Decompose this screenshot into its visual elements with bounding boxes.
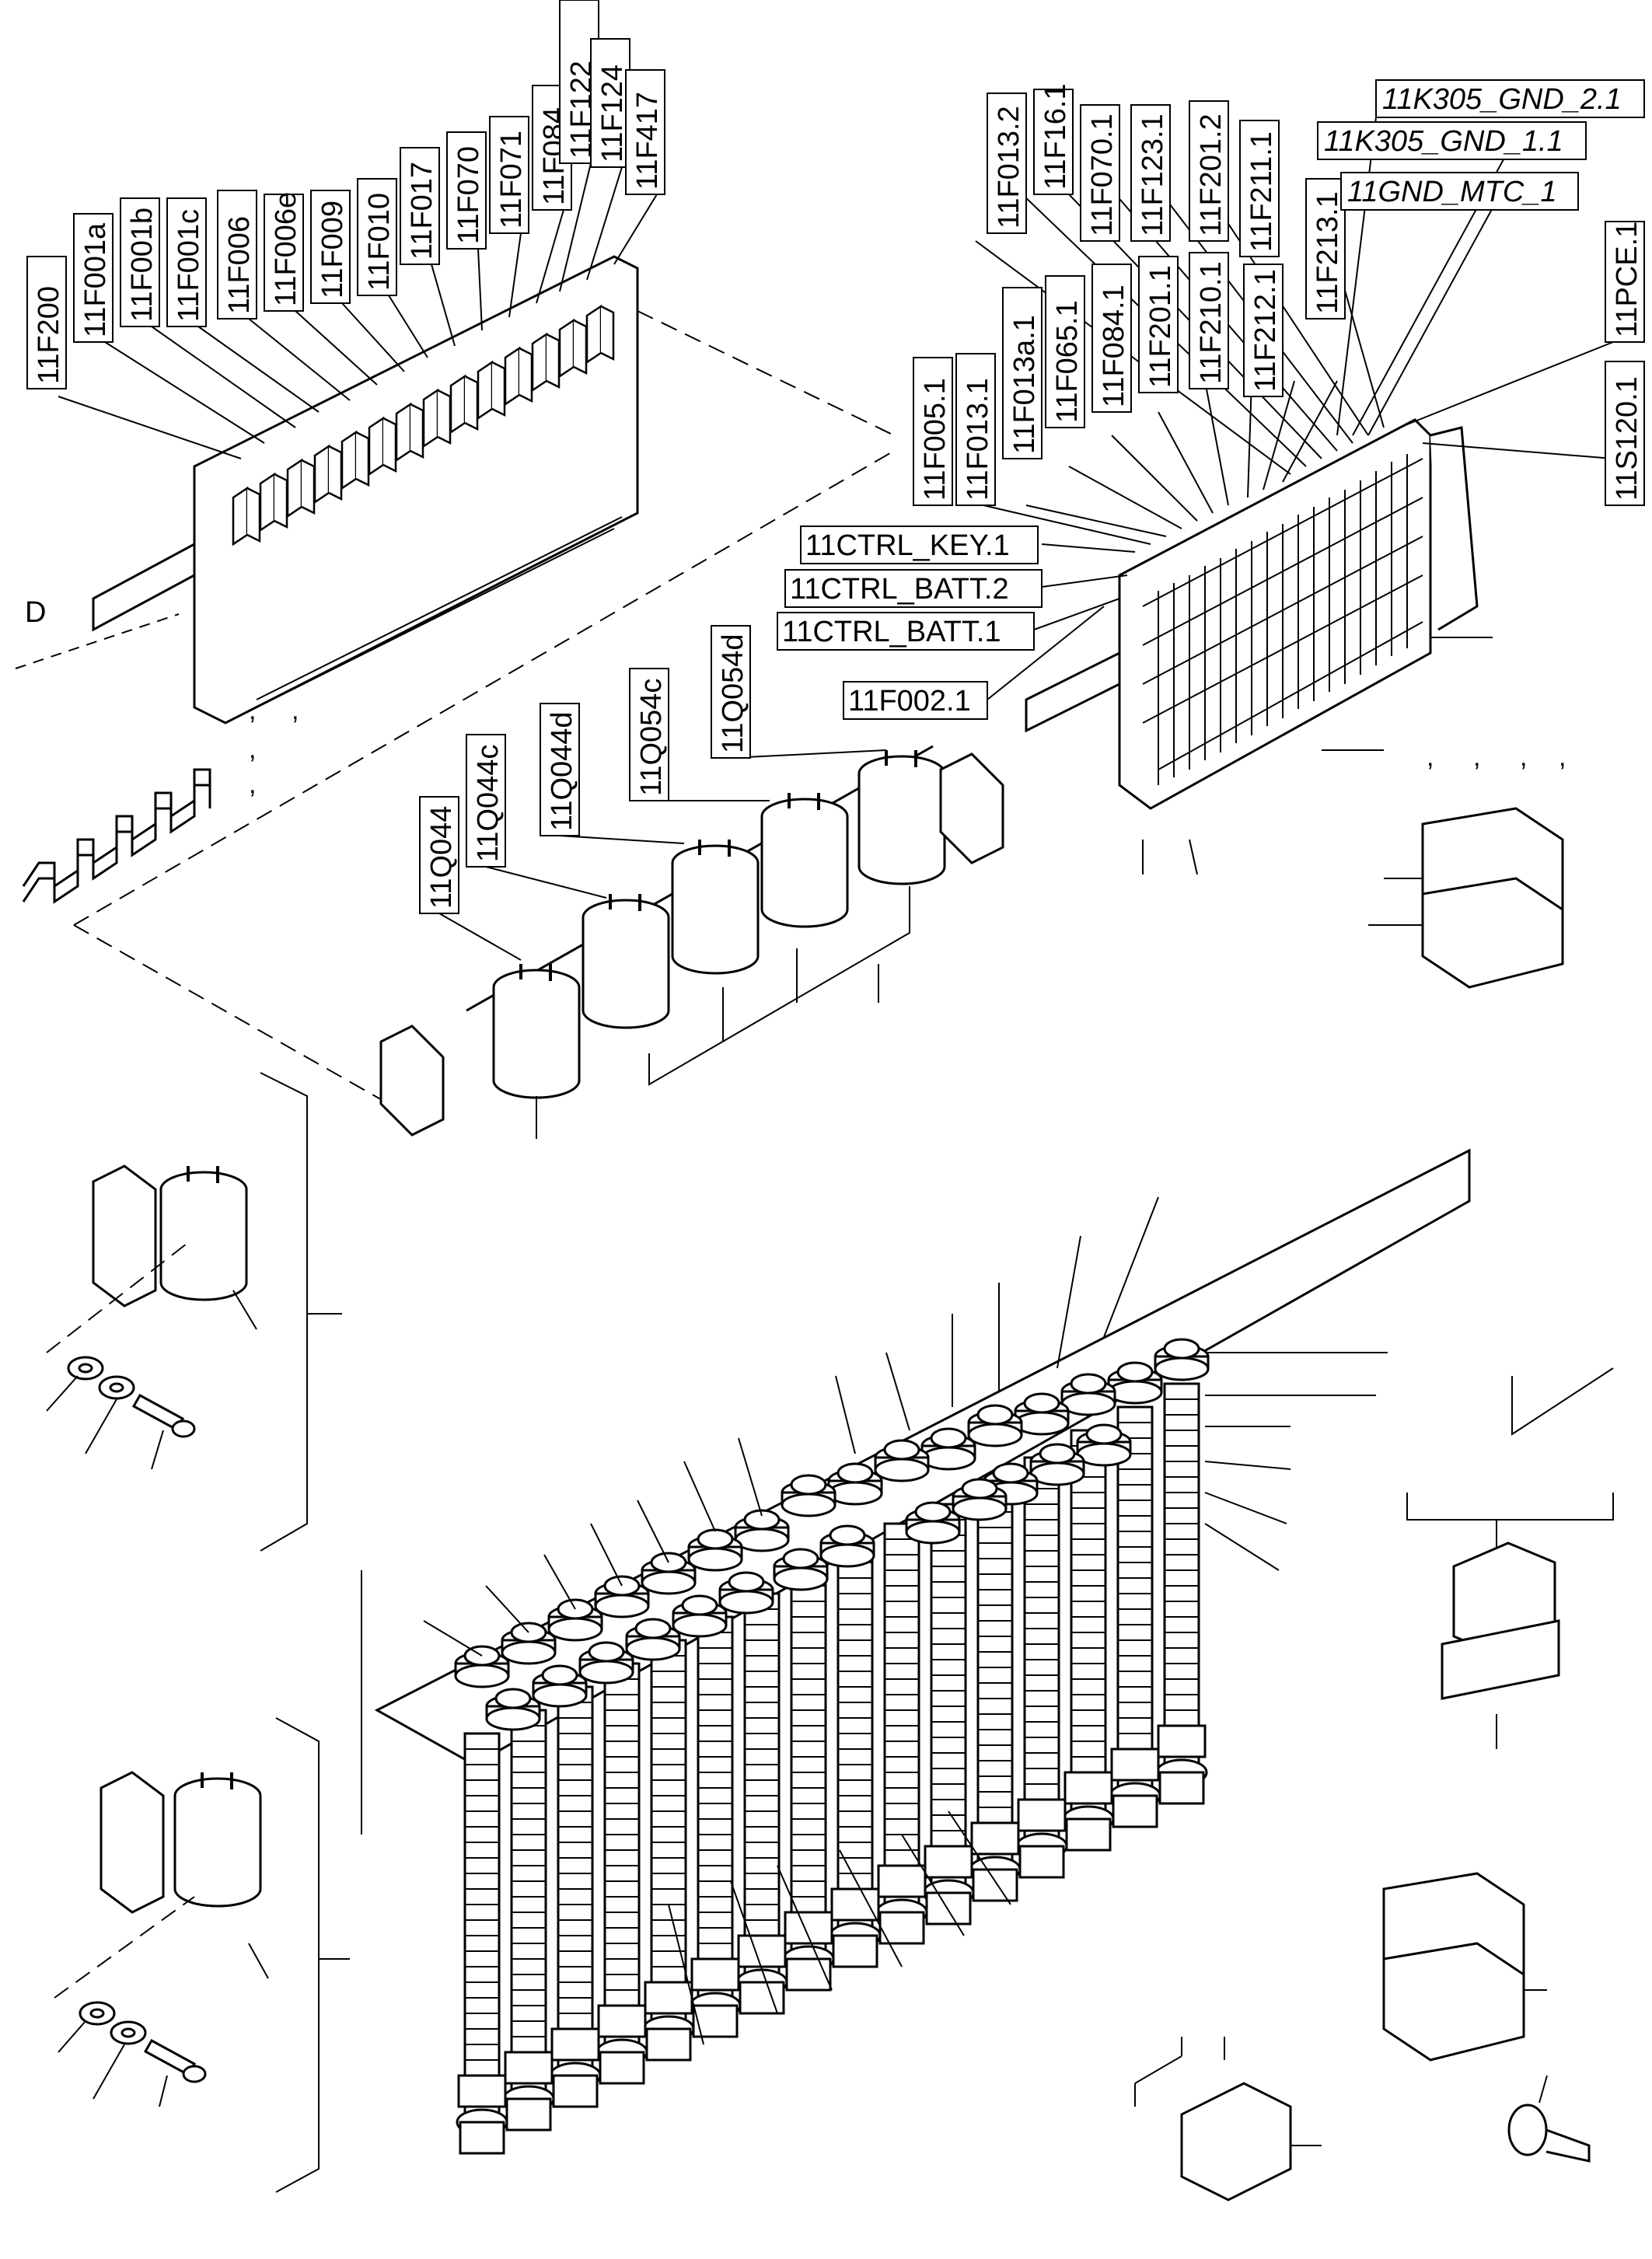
right-din-rail-assembly — [1025, 418, 1493, 875]
fuse-label: 11F070 — [452, 146, 485, 244]
fuse-label: 11F001b — [126, 208, 159, 322]
fuse-label: 11F417 — [631, 92, 664, 190]
right-rail-labels-horizontal: 11K305_GND_2.1 11K305_GND_1.1 11GND_MTC_… — [777, 79, 1645, 720]
control-label: 11CTRL_KEY.1 — [805, 529, 1010, 562]
svg-text:,: , — [292, 696, 299, 725]
fuse-label: 11F006 — [223, 216, 256, 314]
cable-clamp — [1507, 2075, 1591, 2163]
relay-label: 11Q054d — [717, 634, 749, 753]
fuse-label: 11F124 — [596, 65, 629, 162]
fuse-label: 11F070.1 — [1086, 113, 1119, 236]
svg-text:,: , — [249, 696, 256, 725]
svg-text:,: , — [249, 770, 256, 799]
svg-text:,: , — [1520, 742, 1527, 772]
fuse-label: 11F013a.1 — [1008, 315, 1041, 454]
relay-module-lower-right — [1382, 1872, 1547, 2062]
relay-label: 11Q054c — [635, 679, 668, 796]
spring-clip — [22, 768, 211, 904]
fuse-label: 11F201.2 — [1195, 113, 1228, 236]
left-din-rail-assembly — [15, 255, 895, 724]
relay-labels: 11Q044 11Q044c 11Q044d 11Q054c 11Q054d — [419, 625, 751, 914]
cable-gland-plate — [361, 1148, 1471, 2155]
fuse-label: 11F013.1 — [962, 378, 994, 501]
control-label: 11CTRL_BATT.1 — [782, 616, 1001, 648]
fuse-label: 11F211.1 — [1245, 131, 1278, 252]
relay-label: 11Q044 — [425, 806, 458, 909]
svg-text:,: , — [1559, 742, 1566, 772]
fuse-label: 11F002.1 — [848, 685, 971, 718]
relay-detail-upper — [46, 1072, 342, 1552]
terminal-block-right — [1406, 1367, 1614, 1749]
fuse-label: 11F010 — [363, 193, 396, 291]
fuse-label: 11F16.1 — [1039, 83, 1072, 190]
control-label: 11CTRL_BATT.2 — [790, 573, 1009, 606]
relay-row — [73, 450, 1004, 1139]
fuse-label: 11F071 — [495, 131, 528, 229]
left-rail-labels: 11F200 11F001a 11F001b 11F001c 11F006 11… — [26, 0, 665, 389]
relay-module-upper-right — [1368, 807, 1564, 989]
comma-marks: ,, ,, ,,,, — [249, 696, 1566, 799]
svg-text:,: , — [1473, 742, 1480, 772]
fuse-label: 11PCE.1 — [1611, 222, 1643, 337]
fuse-label: 11F210.1 — [1195, 261, 1228, 384]
relay-label: 11Q044c — [472, 745, 505, 862]
relay-detail-lower — [54, 1717, 350, 2193]
ground-label: 11K305_GND_2.1 — [1382, 83, 1622, 116]
fuse-label: 11S120.1 — [1611, 376, 1643, 501]
svg-text:,: , — [1427, 742, 1434, 772]
small-relay-bottom — [1134, 2037, 1322, 2201]
ground-label: 11GND_MTC_1 — [1347, 176, 1557, 208]
fuse-label: 11F001c — [173, 209, 205, 322]
fuse-label: 11F084.1 — [1098, 285, 1130, 407]
fuse-label: 11F065.1 — [1051, 300, 1084, 423]
fuse-label: 11F017 — [406, 162, 438, 260]
svg-text:,: , — [249, 735, 256, 764]
fuse-label: 11F213.1 — [1311, 191, 1344, 314]
ground-label: 11K305_GND_1.1 — [1324, 125, 1563, 158]
left-rail-leaders — [58, 162, 658, 459]
fuse-label: 11F009 — [316, 201, 349, 299]
view-letter: D — [25, 596, 46, 629]
gland-leaders — [423, 1196, 1388, 2045]
fuse-label: 11F212.1 — [1249, 269, 1282, 392]
fuse-label: 11F005.1 — [919, 378, 952, 501]
fuse-label: 11F001a — [79, 222, 112, 337]
fuse-label: 11F013.2 — [993, 106, 1025, 229]
fuse-label: 11F201.1 — [1144, 265, 1177, 388]
fuse-label: 11F200 — [33, 286, 65, 384]
fuse-label: 11F123.1 — [1137, 113, 1169, 236]
fuse-label: 11F006e — [270, 192, 302, 306]
right-rail-labels-vertical: 11F013.2 11F16.1 11F070.1 11F123.1 11F20… — [913, 83, 1645, 506]
relay-label: 11Q044d — [546, 711, 578, 831]
